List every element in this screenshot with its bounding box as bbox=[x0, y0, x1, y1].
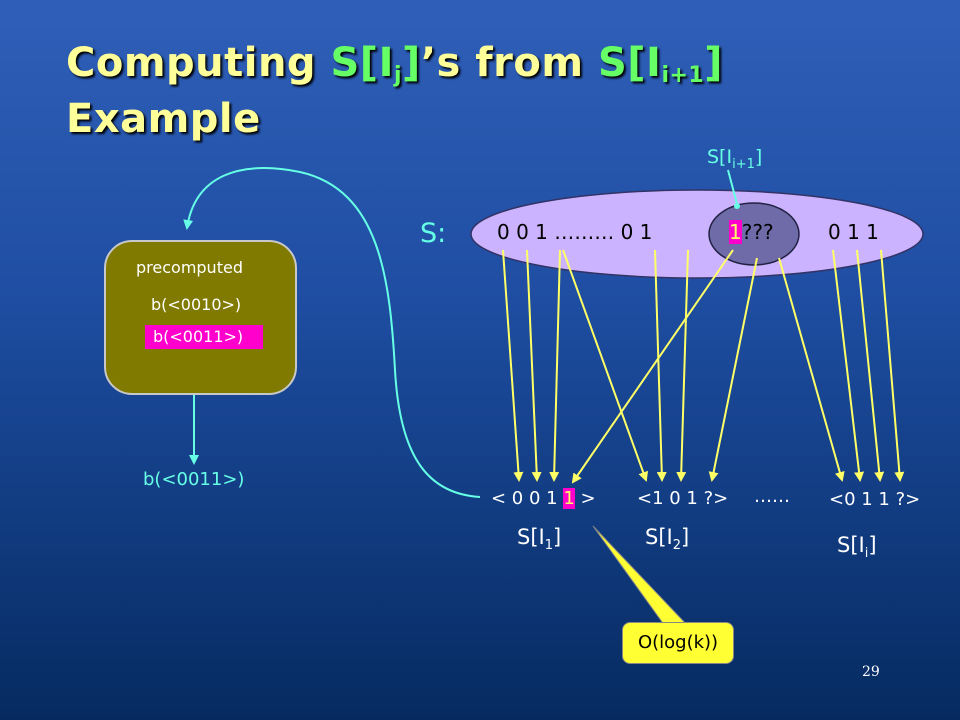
arrow-highlight-1 bbox=[571, 249, 734, 484]
tuple-s-i1: < 0 0 1 1 > bbox=[491, 488, 596, 509]
set-s1-prefix: S[I bbox=[517, 525, 545, 549]
window-circle bbox=[708, 202, 800, 266]
arrow-q2 bbox=[778, 257, 845, 482]
set-label-s-i2: S[I2] bbox=[645, 525, 689, 553]
set-si-prefix: S[I bbox=[837, 533, 865, 557]
set-s1-sub: 1 bbox=[544, 538, 553, 553]
string-unknown-bits: ??? bbox=[741, 220, 774, 244]
precomputed-heading: precomputed bbox=[136, 258, 243, 277]
arrow-0c bbox=[654, 249, 667, 482]
page-number: 29 bbox=[862, 664, 880, 680]
si1-pointer-dot bbox=[734, 203, 740, 209]
arrow-1b bbox=[562, 249, 648, 482]
set-si-sub: i bbox=[864, 546, 869, 561]
tuple-ellipsis: …… bbox=[754, 486, 790, 507]
tuple-s-i1-prefix: < 0 0 1 bbox=[491, 488, 564, 509]
title-s-ij-sub: j bbox=[393, 63, 403, 88]
title-s-ii1: S[Ii+1] bbox=[597, 40, 724, 88]
string-ellipse bbox=[470, 189, 924, 279]
tuple-s-i1-close: > bbox=[574, 488, 596, 509]
arrow-q1 bbox=[708, 257, 758, 482]
precomputed-highlight bbox=[145, 325, 263, 349]
arrow-1e bbox=[880, 249, 905, 482]
string-bits-left: 0 0 1 ……… 0 1 bbox=[497, 220, 653, 244]
label-s-i1-prefix: S[I bbox=[707, 146, 733, 168]
set-label-s-ii: S[Ii] bbox=[837, 533, 877, 561]
title-s-ij: S[Ij] bbox=[330, 40, 421, 88]
title-s-ii1-prefix: S[I bbox=[597, 40, 662, 86]
arrow-0b bbox=[526, 249, 542, 482]
arrow-0d bbox=[832, 249, 865, 482]
precomputed-item-0011: b(<0011>) bbox=[153, 327, 244, 346]
arrow-1d bbox=[856, 249, 885, 482]
arrow-1a bbox=[549, 249, 561, 482]
set-s2-sub: 2 bbox=[672, 538, 681, 553]
tuple-s-ii: <0 1 1 ?> bbox=[829, 489, 921, 510]
title-s-ii1-sub: i+1 bbox=[661, 63, 705, 88]
title-s-ii1-close: ] bbox=[704, 40, 724, 86]
string-label: S: bbox=[420, 218, 447, 249]
output-b-value: b(<0011>) bbox=[143, 469, 245, 490]
set-si-close: ] bbox=[868, 533, 877, 557]
set-s2-prefix: S[I bbox=[645, 525, 673, 549]
tuple-s-i2: <1 0 1 ?> bbox=[637, 488, 729, 509]
string-window: 1??? bbox=[729, 220, 774, 244]
tuple-s-i1-highlight: 1 bbox=[563, 488, 575, 509]
si1-pointer-line bbox=[727, 169, 738, 205]
title-from-text: ’s from bbox=[420, 40, 598, 86]
set-s1-close: ] bbox=[553, 525, 562, 549]
label-s-i1-close: ] bbox=[754, 146, 763, 168]
title-text: Computing bbox=[66, 40, 331, 86]
precomputed-item-0010: b(<0010>) bbox=[151, 295, 242, 314]
complexity-callout: O(log(k)) bbox=[622, 622, 734, 664]
label-s-i-plus-1: S[Ii+1] bbox=[707, 146, 762, 172]
slide-title-line1: Computing S[Ij]’s from S[Ii+1] bbox=[66, 40, 723, 88]
label-s-i1-sub: i+1 bbox=[732, 157, 755, 172]
arrow-1c bbox=[676, 249, 689, 482]
slide-title-line2: Example bbox=[66, 96, 261, 142]
title-s-ij-close: ] bbox=[402, 40, 421, 86]
set-label-s-i1: S[I1] bbox=[517, 525, 561, 553]
string-bits-right: 0 1 1 bbox=[828, 220, 879, 244]
arrow-0a bbox=[502, 249, 524, 482]
feedback-arrow bbox=[183, 167, 481, 498]
set-s2-close: ] bbox=[681, 525, 690, 549]
string-highlight-bit: 1 bbox=[729, 220, 742, 244]
title-s-ij-prefix: S[I bbox=[330, 40, 394, 86]
precomputed-table bbox=[104, 240, 297, 395]
